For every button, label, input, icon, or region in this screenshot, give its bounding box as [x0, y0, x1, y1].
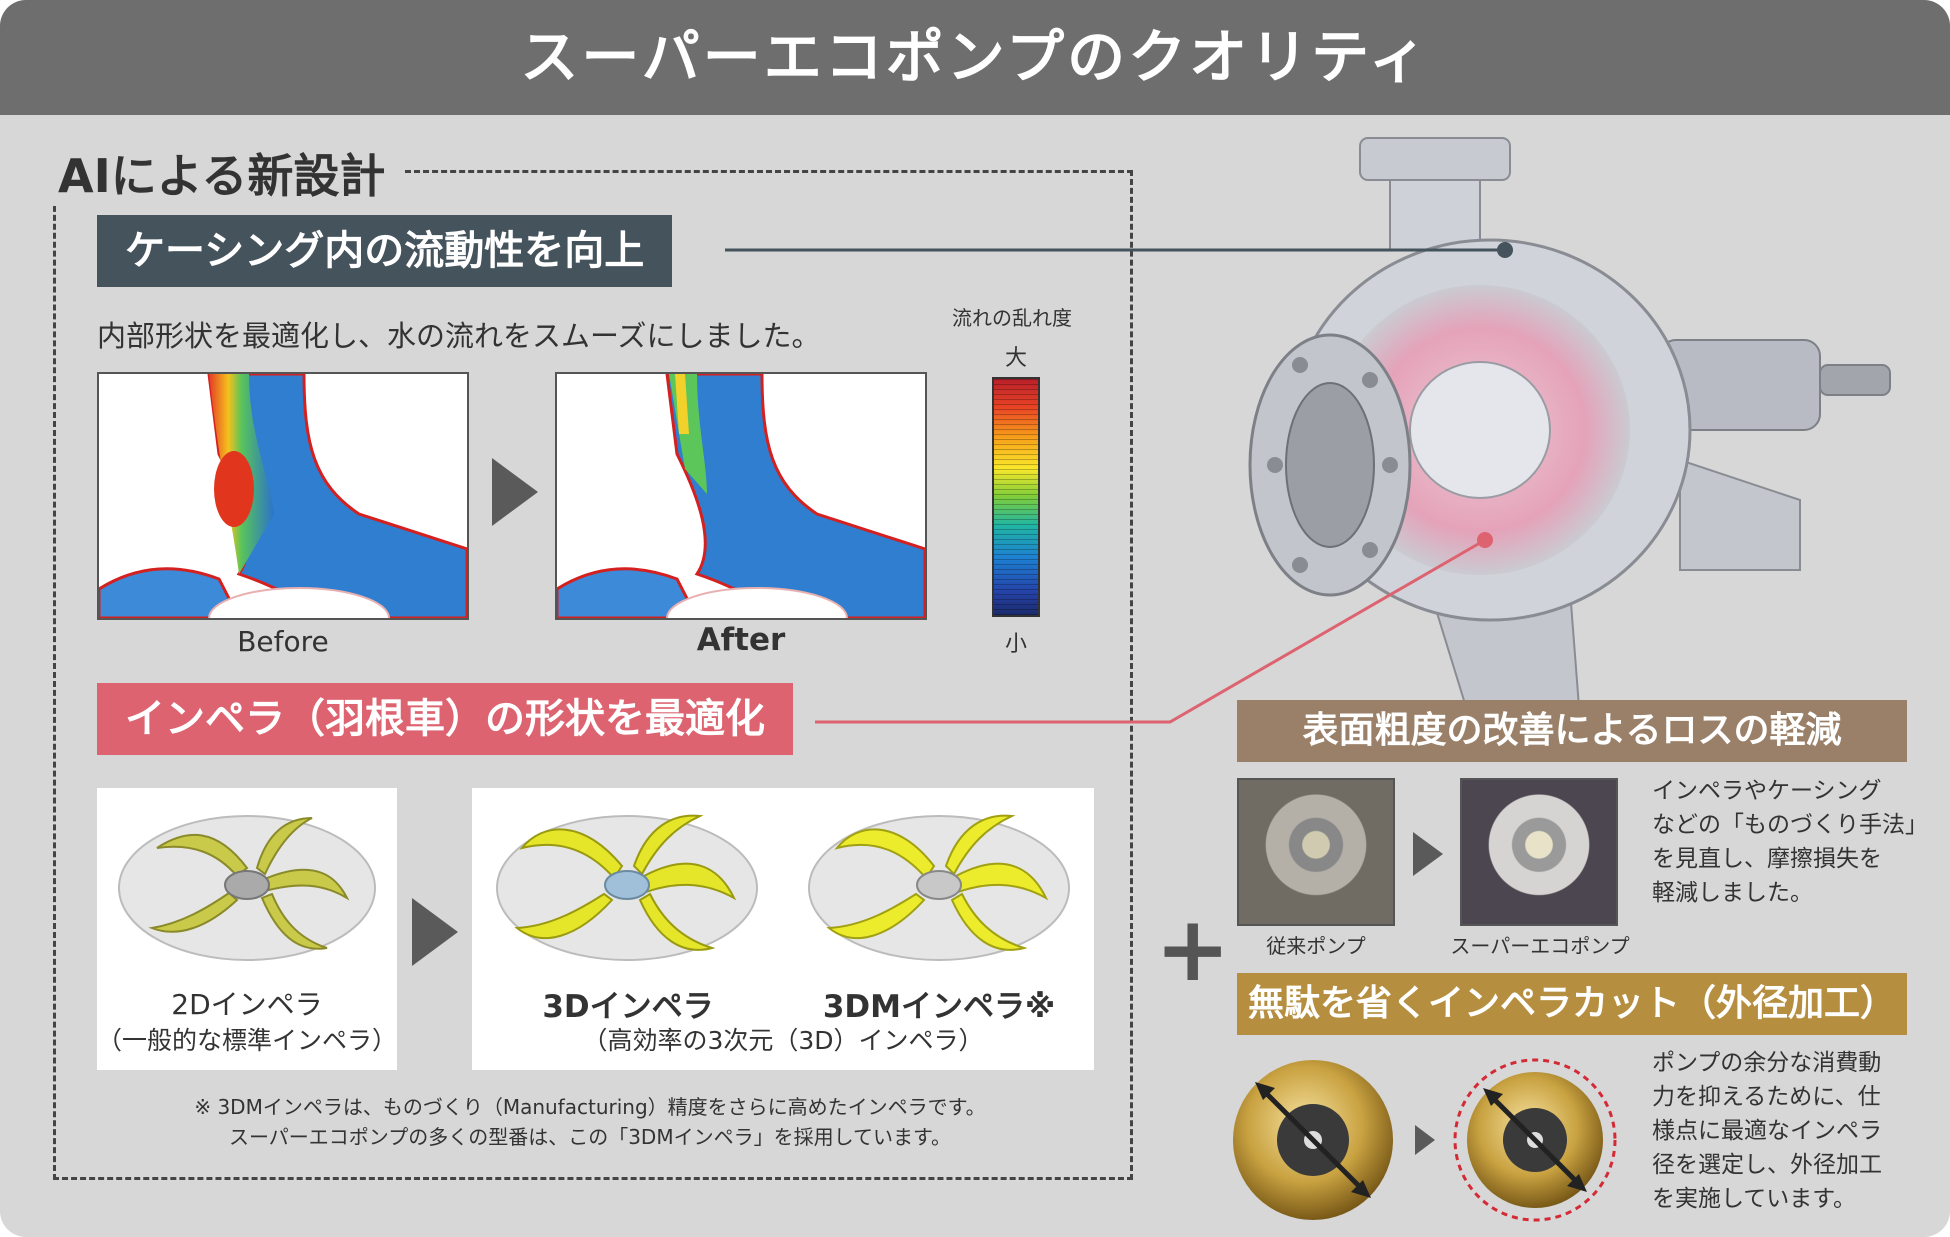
page-title: スーパーエコポンプのクオリティ: [520, 23, 1430, 91]
header-bar: スーパーエコポンプのクオリティ: [0, 0, 1950, 115]
conventional-pump-photo: [1237, 778, 1395, 926]
note-line-1: ※ 3DMインペラは、ものづくり（Manufacturing）精度をさらに高めた…: [194, 1095, 986, 1119]
conventional-pump-label: 従来ポンプ: [1266, 934, 1366, 958]
roughness-arrow-icon: [1413, 832, 1443, 876]
impeller-2d-graphic: [118, 815, 376, 961]
ai-section-title: AIによる新設計: [40, 140, 404, 206]
plus-icon: +: [1155, 897, 1231, 1002]
pump-illustration: [1248, 137, 1891, 720]
impeller-3dm-label: 3DMインペラ※: [822, 989, 1056, 1025]
roughness-text-line: を見直し、摩擦損失を: [1652, 846, 1882, 872]
ai-design-box: [53, 170, 1133, 1180]
impeller-3d-label: 3Dインペラ: [542, 989, 714, 1025]
impeller-cut-text-line: 径を選定し、外径加工: [1652, 1152, 1882, 1178]
roughness-tag: 表面粗度の改善によるロスの軽減: [1237, 700, 1907, 762]
impeller-2d-sublabel: （一般的な標準インペラ）: [97, 1026, 398, 1055]
after-label: After: [696, 622, 786, 658]
impeller-3d-graphic: [496, 814, 1070, 961]
legend-low-label: 小: [1004, 632, 1027, 657]
casing-description: 内部形状を最適化し、水の流れをスムーズにしました。: [97, 319, 821, 353]
roughness-text-line: 軽減しました。: [1652, 880, 1813, 906]
impeller-cut-tag: 無駄を省くインペラカット（外径加工）: [1237, 973, 1907, 1035]
super-eco-pump-label: スーパーエコポンプ: [1450, 934, 1630, 958]
impeller-3d-card: 3Dインペラ 3DMインペラ※ （高効率の3次元（3D）インペラ）: [472, 788, 1094, 1070]
legend-high-label: 大: [1004, 346, 1027, 371]
before-label: Before: [237, 625, 329, 658]
cfd-before-graphic: [99, 374, 467, 618]
impeller-tag: インペラ（羽根車）の形状を最適化: [97, 683, 793, 755]
impeller-3d-sublabel: （高効率の3次元（3D）インペラ）: [582, 1026, 984, 1055]
impeller-cut-graphic: [1233, 1058, 1617, 1222]
impeller-cut-text-line: を実施しています。: [1652, 1186, 1857, 1212]
impeller-2d-card: 2Dインペラ （一般的な標準インペラ）: [97, 788, 397, 1070]
super-eco-pump-photo: [1460, 778, 1618, 926]
impeller-cut-text-line: ポンプの余分な消費動: [1652, 1050, 1882, 1076]
turbulence-color-scale: [992, 377, 1040, 617]
cfd-before-image: [97, 372, 469, 620]
roughness-text-line: インペラやケーシング: [1652, 778, 1882, 804]
casing-tag: ケーシング内の流動性を向上: [97, 215, 673, 287]
impeller-cut-text-line: 様点に最適なインペラ: [1652, 1118, 1882, 1144]
cfd-after-image: [555, 372, 927, 620]
impeller-cut-text: ポンプの余分な消費動 力を抑えるために、仕 様点に最適なインペラ 径を選定し、外…: [1652, 1046, 1882, 1216]
cfd-after-graphic: [557, 374, 925, 618]
impeller-arrow-icon: [412, 898, 458, 966]
note-line-2: スーパーエコポンプの多くの型番は、この「3DMインペラ」を採用しています。: [229, 1125, 951, 1149]
roughness-text-line: などの「ものづくり手法」: [1652, 812, 1928, 838]
impeller-2d-label: 2Dインペラ: [171, 988, 323, 1021]
impeller-cut-text-line: 力を抑えるために、仕: [1652, 1084, 1881, 1110]
roughness-text: インペラやケーシング などの「ものづくり手法」 を見直し、摩擦損失を 軽減しまし…: [1652, 774, 1928, 910]
casing-arrow-icon: [492, 458, 538, 526]
legend-title: 流れの乱れ度: [952, 306, 1072, 330]
